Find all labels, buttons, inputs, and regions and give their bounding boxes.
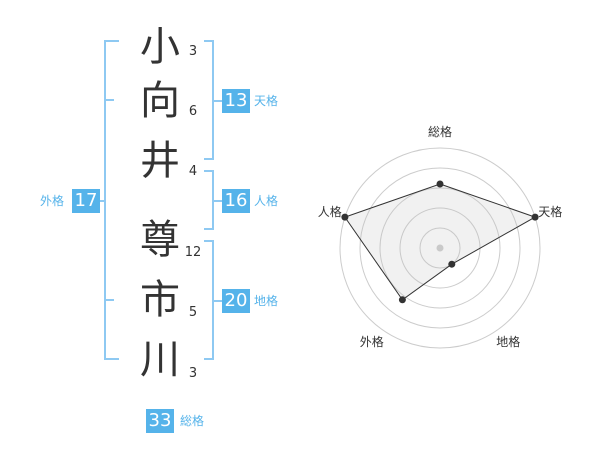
radar-ring-5 (339, 147, 541, 349)
gaikaku-connector (99, 200, 105, 202)
gaikaku-tick-1 (104, 99, 114, 101)
gaikaku-score: 17 (72, 189, 100, 213)
jinkaku-bracket-top (204, 170, 214, 172)
stroke-count-5: 5 (188, 305, 198, 320)
chikaku-bracket-top (204, 240, 214, 242)
stroke-count-4: 12 (184, 245, 202, 260)
radar-center-dot (436, 244, 444, 252)
chikaku-label: 地格 (254, 294, 279, 308)
gaikaku-bracket-line (104, 40, 106, 360)
gaikaku-bracket-top (104, 40, 119, 42)
radar-polygon (344, 183, 537, 301)
jinkaku-label: 人格 (254, 194, 279, 208)
radar-point-2 (531, 213, 539, 221)
tenkaku-score: 13 (222, 89, 250, 113)
jinkaku-connector (212, 200, 222, 202)
name-char-2: 向 (140, 78, 180, 124)
stroke-count-1: 3 (188, 44, 198, 59)
radar-point-1 (436, 180, 444, 188)
soukaku-score: 33 (146, 409, 174, 433)
soukaku-label: 総格 (180, 414, 205, 428)
radar-ring-1 (419, 227, 461, 269)
radar-point-3 (448, 260, 456, 268)
name-char-1: 小 (140, 24, 180, 70)
tenkaku-bracket-top (204, 40, 214, 42)
gaikaku-label: 外格 (40, 194, 65, 208)
radar-ring-4 (359, 167, 521, 329)
name-char-3: 井 (140, 138, 180, 184)
jinkaku-bracket-bottom (204, 228, 214, 230)
chikaku-bracket-bottom (204, 358, 214, 360)
radar-axis-label-5: 人格 (318, 204, 342, 219)
name-char-4: 尊 (140, 217, 180, 263)
tenkaku-connector (212, 100, 222, 102)
radar-axis-label-3: 地格 (496, 334, 520, 349)
radar-axis-label-4: 外格 (360, 334, 384, 349)
tenkaku-bracket-bottom (204, 158, 214, 160)
stroke-count-6: 3 (188, 366, 198, 381)
radar-ring-3 (379, 187, 501, 309)
tenkaku-label: 天格 (254, 94, 279, 108)
chikaku-connector (212, 300, 222, 302)
jinkaku-score: 16 (222, 189, 250, 213)
chikaku-score: 20 (222, 289, 250, 313)
radar-point-5 (341, 213, 349, 221)
name-char-5: 市 (140, 277, 180, 323)
radar-point-4 (398, 296, 406, 304)
stroke-count-2: 6 (188, 104, 198, 119)
gaikaku-tick-2 (104, 299, 114, 301)
stroke-count-3: 4 (188, 164, 198, 179)
radar-axis-label-2: 天格 (538, 204, 562, 219)
gaikaku-bracket-bottom (104, 358, 119, 360)
radar-axis-label-1: 総格 (428, 124, 452, 139)
name-char-6: 川 (140, 337, 180, 383)
